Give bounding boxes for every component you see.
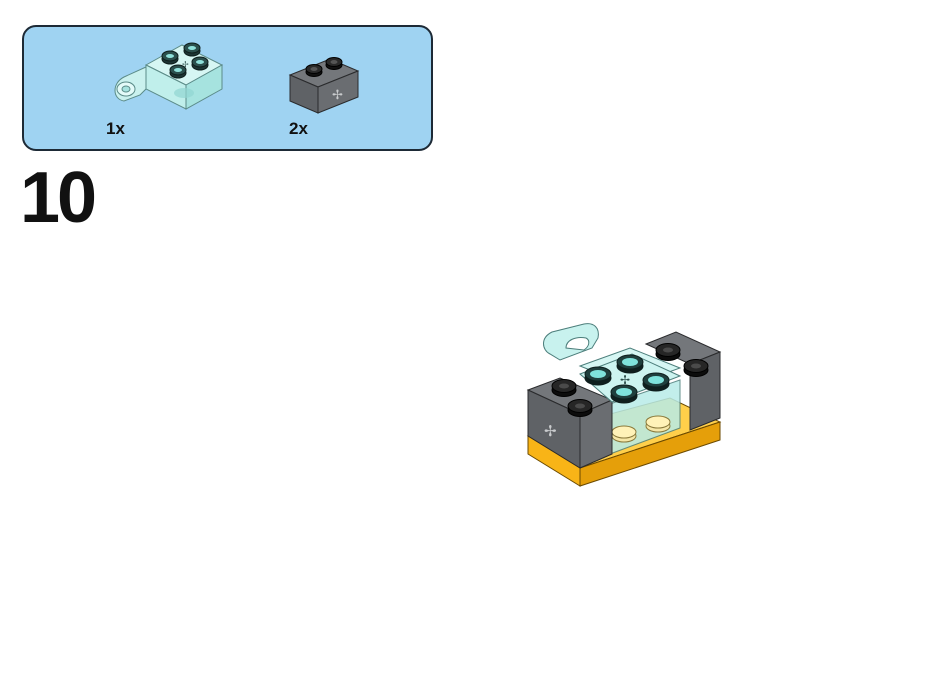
svg-text:✢: ✢ — [332, 88, 343, 103]
svg-text:✢: ✢ — [544, 422, 557, 440]
svg-text:✢: ✢ — [620, 373, 630, 387]
part-quantity: 2x — [289, 119, 308, 138]
parts-list-panel: ✢ 1x ✢ 2x — [22, 25, 433, 151]
svg-text:✢: ✢ — [182, 60, 189, 69]
step-number: 10 — [20, 158, 97, 238]
assembly-model-illustration: ✢ ✢ — [520, 318, 730, 494]
part-quantity: 1x — [106, 119, 125, 138]
transparent-light-blue-brick-with-ball-socket-icon: ✢ — [104, 37, 229, 119]
dark-gray-brick-with-axle-hole-icon: ✢ — [286, 57, 362, 115]
